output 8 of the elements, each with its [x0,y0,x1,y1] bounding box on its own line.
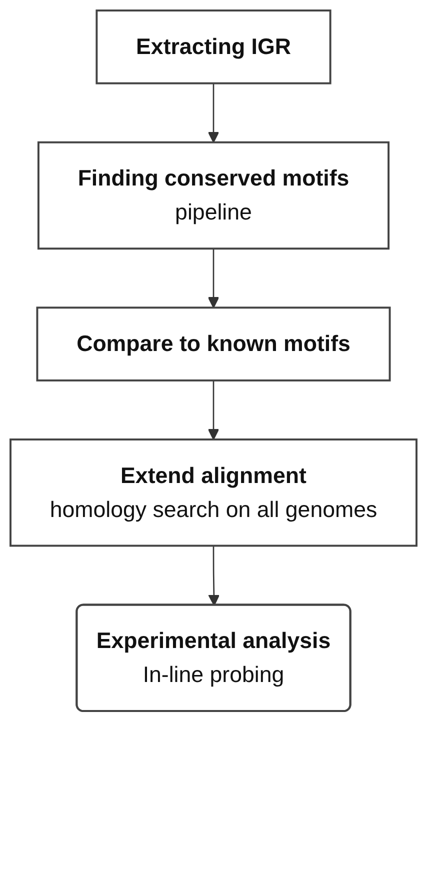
node-box: Compare to known motifs [36,306,391,382]
node-box: Extracting IGR [96,10,332,84]
node-box: Finding conserved motifs pipeline [37,141,390,250]
arrow [208,546,220,606]
node-box: Extend alignment homology search on all genomes [10,438,418,547]
arrow [208,380,220,440]
arrow [208,83,220,143]
arrow [208,248,220,308]
